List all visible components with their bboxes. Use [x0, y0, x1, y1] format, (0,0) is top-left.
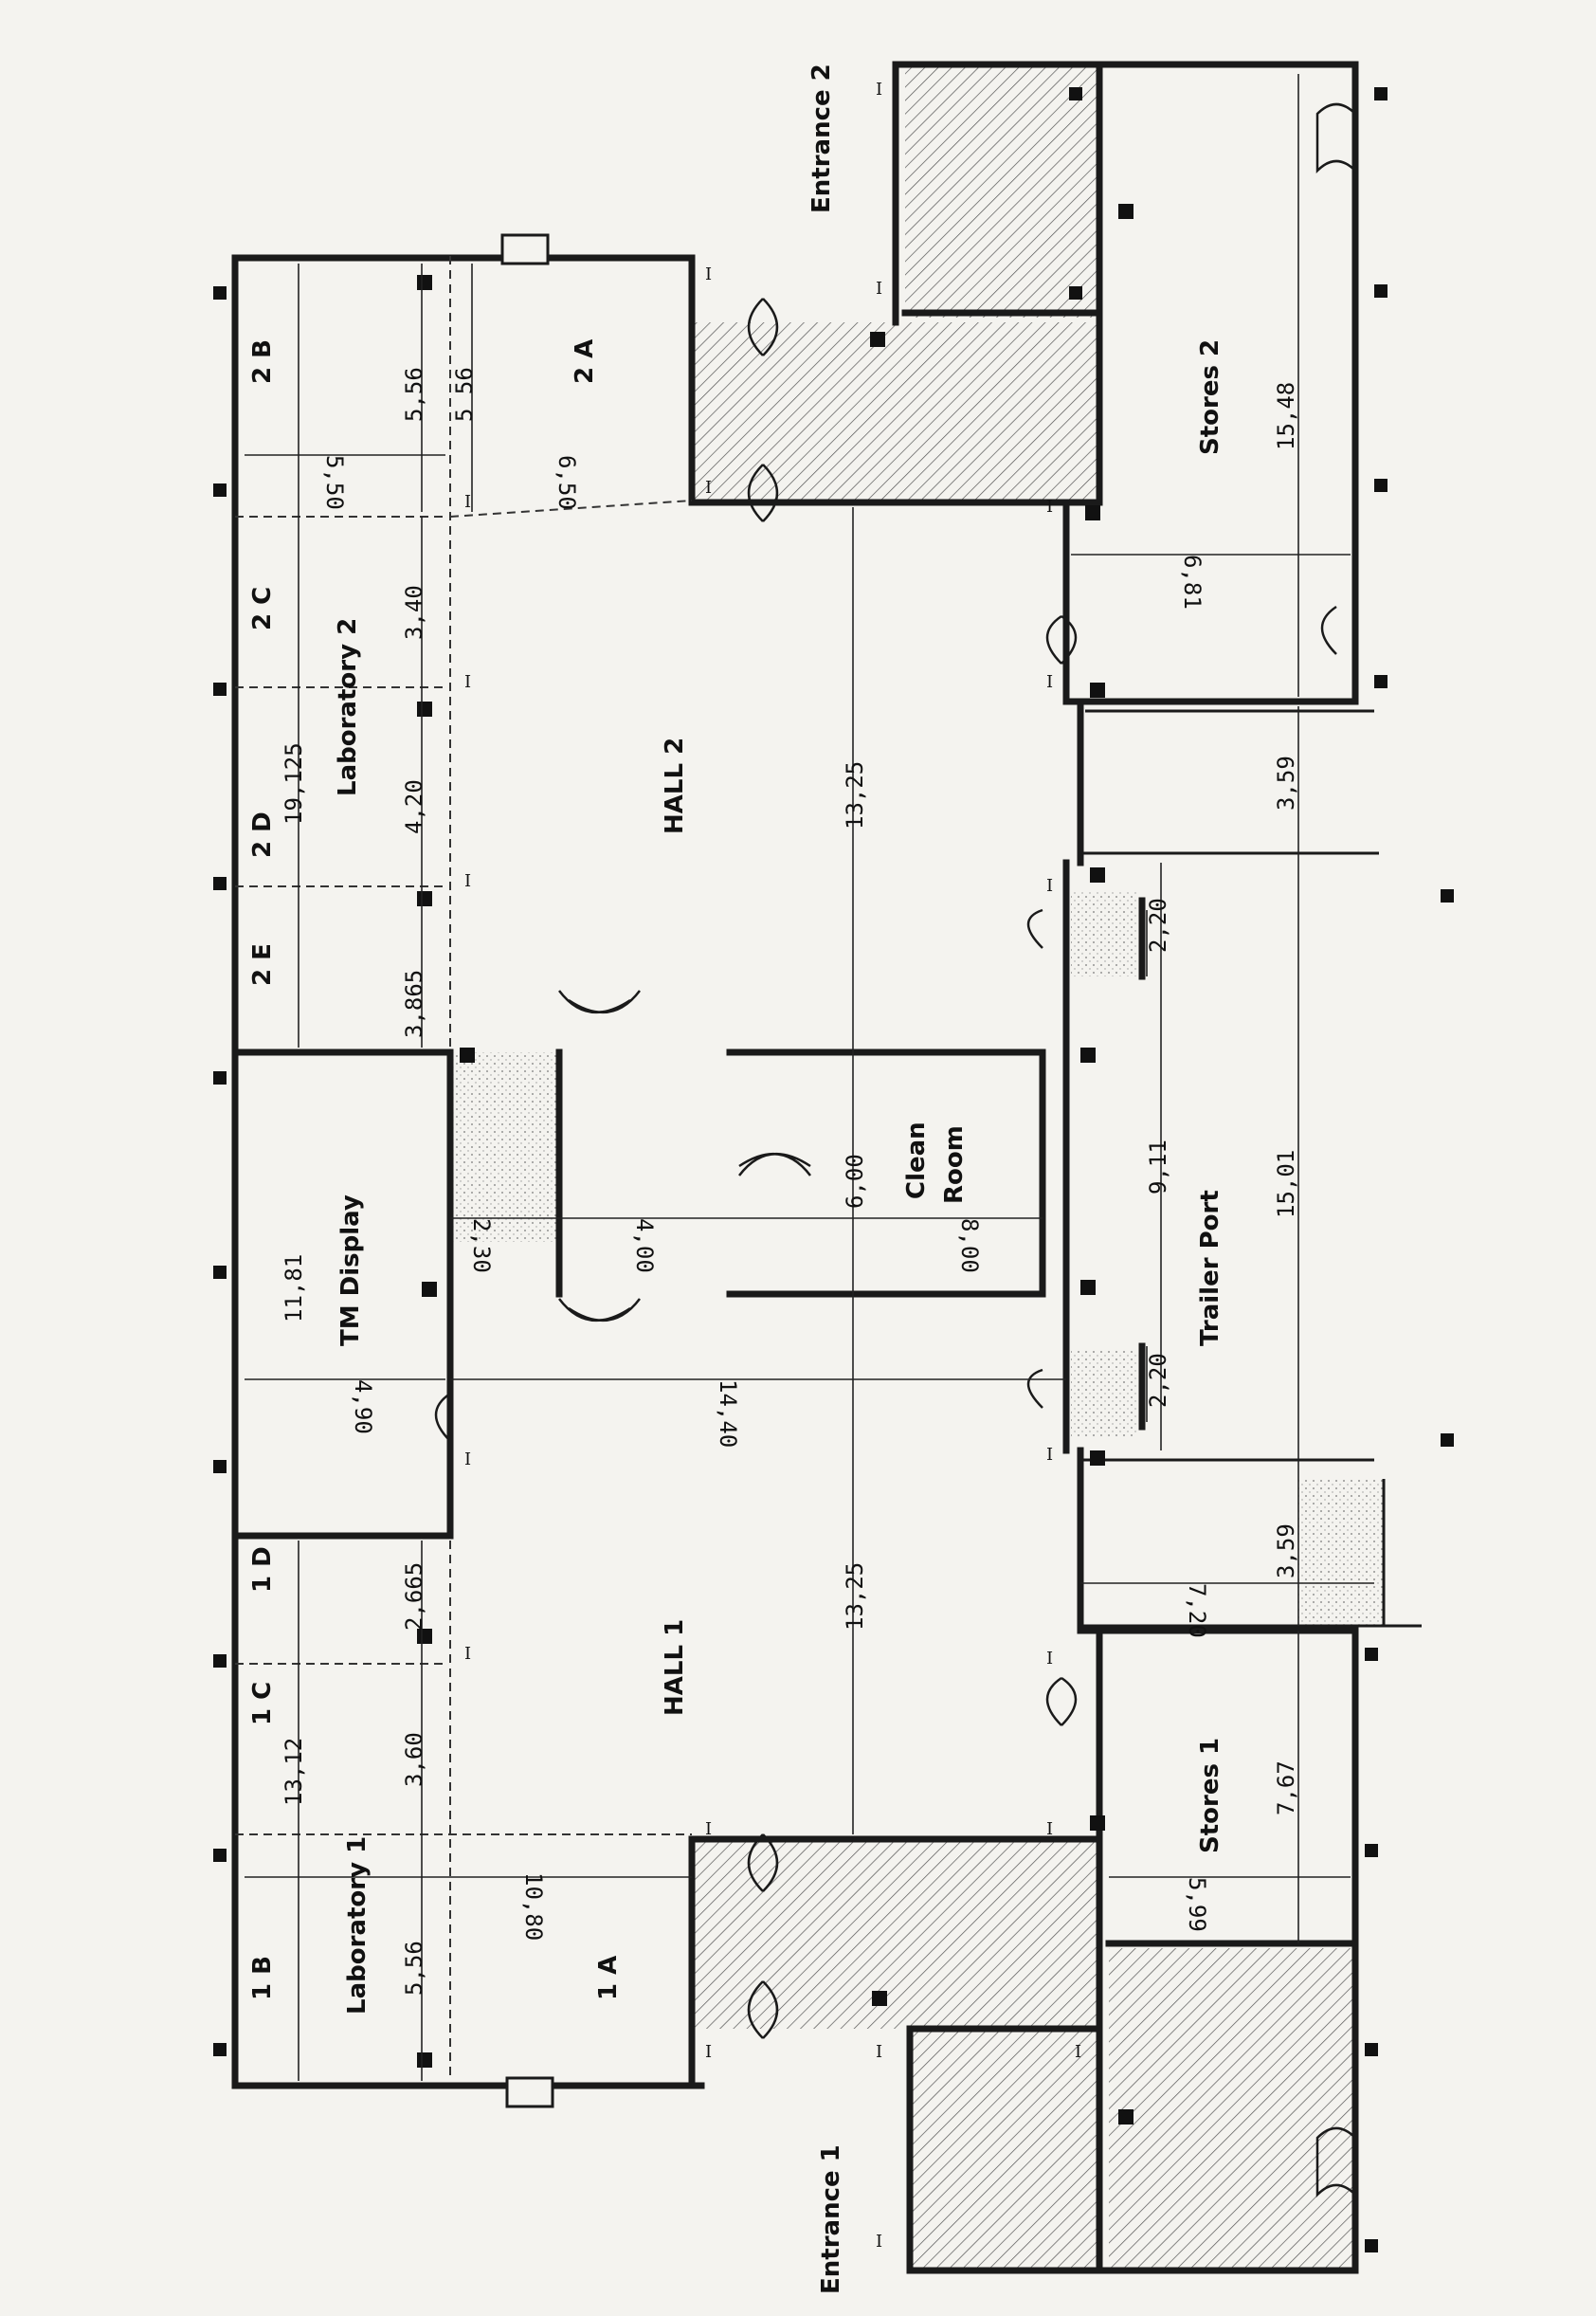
- dim-label: 14,40: [715, 1379, 741, 1448]
- i-marker: I: [705, 2042, 712, 2062]
- room-label-2e: 2 E: [248, 943, 277, 986]
- column: [213, 286, 227, 300]
- room-label-hall-1: HALL 1: [661, 1619, 689, 1716]
- dim-label: 7,67: [1273, 1760, 1299, 1815]
- dim-label: 13,25: [842, 761, 868, 830]
- room-label-laboratory-1: Laboratory 1: [343, 1836, 372, 2015]
- dim-label: 7,20: [1184, 1583, 1210, 1638]
- room-label-1c: 1 C: [248, 1682, 277, 1725]
- column: [213, 483, 227, 497]
- i-marker: I: [1046, 876, 1053, 896]
- column: [213, 1849, 227, 1862]
- walls: [231, 61, 1422, 2274]
- dim-label: 19,125: [281, 742, 307, 825]
- grid-lines: [235, 256, 693, 2081]
- dim-label: 3,865: [401, 970, 427, 1038]
- dim-label: 6,00: [842, 1154, 868, 1209]
- dim-label: 6,50: [553, 455, 580, 510]
- room-label-clean-room: Clean: [902, 1122, 931, 1199]
- dim-label: 3,60: [401, 1732, 427, 1787]
- dim-label: 2,30: [468, 1218, 495, 1273]
- dim-label: 4,00: [631, 1218, 658, 1273]
- dim-label: 3,40: [401, 585, 427, 640]
- dim-label: 6,81: [1179, 555, 1206, 610]
- dim-label: 2,665: [401, 1562, 427, 1631]
- doors: [434, 102, 1357, 2198]
- i-marker: I: [464, 672, 471, 692]
- i-marker: I: [464, 871, 471, 891]
- room-label-entrance-2: Entrance 2: [807, 64, 836, 213]
- dim-label: 15,48: [1273, 382, 1299, 450]
- room-labels: Entrance 1 Entrance 2 Laboratory 1 Labor…: [248, 64, 1224, 2294]
- dimension-lines: [245, 74, 1374, 2081]
- column: [213, 1266, 227, 1279]
- room-label-stores-2: Stores 2: [1196, 339, 1224, 455]
- i-marker: I: [705, 264, 712, 284]
- room-label-2b: 2 B: [248, 339, 277, 384]
- dim-label: 9,11: [1145, 1140, 1171, 1194]
- column: [213, 877, 227, 890]
- room-label-1b: 1 B: [248, 1956, 277, 2000]
- i-marker: I: [705, 478, 712, 498]
- room-label-2d: 2 D: [248, 812, 277, 858]
- i-marker: I: [876, 279, 882, 299]
- i-marker: I: [464, 1450, 471, 1469]
- dimension-labels: 5,56 13,12 10,80 3,60 2,665 13,25 11,81 …: [281, 367, 1299, 1996]
- dim-label: 5,56: [401, 367, 427, 422]
- dim-label: 2,20: [1145, 898, 1171, 953]
- dim-label: 11,81: [281, 1254, 307, 1322]
- i-marker: I: [1046, 672, 1053, 692]
- room-label-trailer-port: Trailer Port: [1196, 1190, 1224, 1346]
- dim-label: 4,20: [401, 779, 427, 834]
- room-label-2c: 2 C: [248, 587, 277, 630]
- i-marker: I: [464, 1644, 471, 1664]
- i-marker: I: [1046, 497, 1053, 517]
- room-label-2a: 2 A: [571, 339, 599, 384]
- dim-label: 15,01: [1273, 1150, 1299, 1218]
- room-label-clean-room-2: Room: [940, 1125, 969, 1204]
- dim-label: 13,12: [281, 1738, 307, 1806]
- room-label-entrance-1: Entrance 1: [817, 2144, 845, 2294]
- dim-label: 5,99: [1184, 1877, 1210, 1932]
- columns: [213, 87, 1454, 2252]
- column: [213, 1654, 227, 1668]
- dim-label: 8,00: [956, 1218, 983, 1273]
- column: [213, 1460, 227, 1473]
- room-label-tm-display: TM Display: [336, 1194, 365, 1346]
- room-label-1a: 1 A: [594, 1956, 623, 2000]
- i-marker: I: [1046, 1649, 1053, 1669]
- room-label-1d: 1 D: [248, 1546, 277, 1593]
- i-marker: I: [464, 492, 471, 512]
- i-marker: I: [1075, 2042, 1081, 2062]
- column: [213, 683, 227, 696]
- i-markers: I I I I I I I I I I I I I I I I I I I I: [464, 80, 1081, 2252]
- dim-label: 5 56: [451, 367, 478, 422]
- room-label-laboratory-2: Laboratory 2: [334, 618, 362, 796]
- i-marker: I: [1046, 1819, 1053, 1839]
- dim-label: 10,80: [520, 1872, 547, 1941]
- dim-label: 4,90: [350, 1379, 376, 1434]
- room-label-hall-2: HALL 2: [661, 738, 689, 834]
- dim-label: 5,56: [401, 1941, 427, 1996]
- i-marker: I: [705, 1819, 712, 1839]
- hatched-areas: [453, 66, 1384, 2270]
- i-marker: I: [1046, 1445, 1053, 1465]
- i-marker: I: [876, 2232, 882, 2252]
- column: [213, 1071, 227, 1085]
- column: [213, 2043, 227, 2056]
- i-marker: I: [876, 80, 882, 100]
- dim-label: 13,25: [842, 1562, 868, 1631]
- dim-label: 5,50: [321, 455, 348, 510]
- i-marker: I: [876, 2042, 882, 2062]
- room-label-stores-1: Stores 1: [1196, 1738, 1224, 1853]
- dim-label: 3,59: [1273, 1523, 1299, 1578]
- dim-label: 3,59: [1273, 756, 1299, 811]
- dim-label: 2,20: [1145, 1353, 1171, 1408]
